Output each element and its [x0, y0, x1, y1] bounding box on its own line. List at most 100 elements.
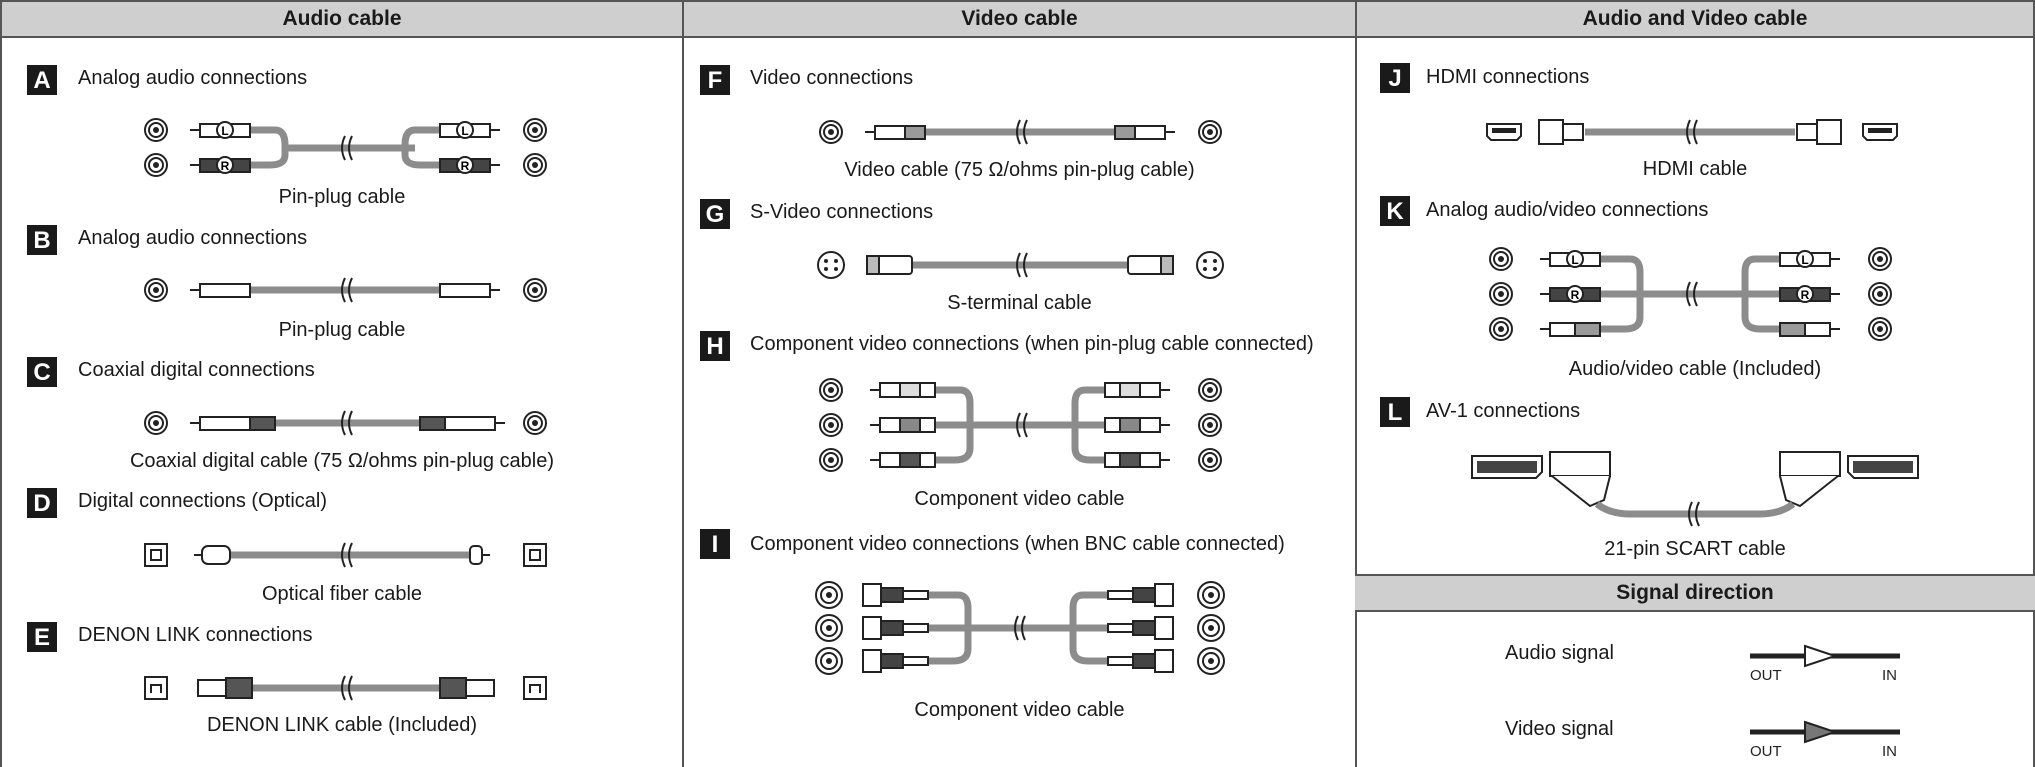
- component-plug-icon: [1104, 417, 1170, 433]
- coaxial-cable-diagram: [144, 410, 547, 436]
- rca-plug-icon: L: [1540, 250, 1601, 268]
- bnc-jack-icon: [1197, 581, 1225, 609]
- rca-plug-icon: [190, 283, 251, 298]
- caption-j: HDMI cable: [1642, 158, 1748, 180]
- rca-plug-icon: L: [439, 121, 500, 139]
- jack-icon: [819, 120, 843, 144]
- bnc-jack-icon: [1197, 614, 1225, 642]
- jack-icon: [144, 153, 168, 177]
- jack-icon: [819, 413, 843, 437]
- bnc-plug-icon: [1107, 583, 1174, 607]
- component-plug-icon: [1104, 382, 1170, 398]
- section-letter-h: H: [700, 331, 730, 361]
- caption-d: Optical fiber cable: [261, 583, 423, 605]
- component-rca-cable-diagram: [819, 378, 1222, 472]
- jack-icon: [1868, 317, 1892, 341]
- jack-icon: [1489, 282, 1513, 306]
- rca-plug-icon: [439, 283, 500, 298]
- section-title-a: Analog audio connections: [78, 67, 308, 89]
- caption-f: Video cable (75 Ω/ohms pin-plug cable): [844, 159, 1195, 181]
- caption-i: Component video cable: [914, 699, 1125, 721]
- section-letter-g: G: [700, 199, 730, 229]
- jack-icon: [144, 411, 168, 435]
- section-title-h: Component video connections (when pin-pl…: [750, 333, 1314, 355]
- rca-plug-icon: R: [439, 156, 500, 174]
- section-letter-e: E: [27, 622, 57, 652]
- optical-port-icon: [144, 543, 168, 567]
- out-label: OUT: [1750, 667, 1782, 684]
- jack-icon: [523, 153, 547, 177]
- jack-icon: [1198, 378, 1222, 402]
- component-plug-icon: [870, 417, 936, 433]
- bnc-plug-icon: [862, 649, 929, 673]
- component-plug-icon: [1104, 452, 1170, 468]
- pin-plug-mono-diagram: [144, 277, 547, 303]
- caption-c: Coaxial digital cable (75 Ω/ohms pin-plu…: [129, 450, 555, 472]
- caption-b: Pin-plug cable: [278, 319, 406, 341]
- scart-cable-diagram: [1471, 451, 1919, 527]
- bnc-jack-icon: [815, 614, 843, 642]
- jack-icon: [1489, 247, 1513, 271]
- rca-plug-icon: R: [1540, 285, 1601, 303]
- section-letter-j: J: [1380, 63, 1410, 93]
- jack-icon: [1868, 282, 1892, 306]
- hdmi-port-icon: [1486, 123, 1522, 141]
- jack-icon: [144, 118, 168, 142]
- section-letter-f: F: [700, 65, 730, 95]
- jack-icon: [819, 448, 843, 472]
- hdmi-plug-icon: [1796, 119, 1842, 145]
- jack-icon: [1198, 448, 1222, 472]
- in-label: IN: [1882, 667, 1897, 684]
- jack-icon: [523, 278, 547, 302]
- optical-port-icon: [523, 543, 547, 567]
- rca-plug-icon: [1779, 322, 1840, 337]
- section-letter-i: I: [700, 529, 730, 559]
- section-letter-k: K: [1380, 196, 1410, 226]
- caption-g: S-terminal cable: [947, 292, 1092, 314]
- caption-e: DENON LINK cable (Included): [206, 714, 478, 736]
- section-title-f: Video connections: [750, 67, 914, 89]
- in-label: IN: [1882, 743, 1897, 760]
- s-video-plug-icon: [866, 255, 913, 275]
- bnc-jack-icon: [815, 581, 843, 609]
- section-title-j: HDMI connections: [1426, 66, 1590, 88]
- s-video-plug-icon: [1127, 255, 1174, 275]
- jack-icon: [1489, 317, 1513, 341]
- plug-label-r: R: [221, 159, 230, 173]
- audio-cable-header: Audio cable: [2, 0, 682, 38]
- s-video-jack-icon: [1196, 251, 1224, 279]
- plug-label-r: R: [1571, 288, 1580, 302]
- component-bnc-cable-diagram: [815, 581, 1225, 675]
- av-cable-header: Audio and Video cable: [1357, 0, 2033, 38]
- video-signal-arrow: OUT IN: [1750, 720, 1900, 760]
- jack-icon: [523, 118, 547, 142]
- section-title-g: S-Video connections: [750, 201, 934, 223]
- section-letter-a: A: [27, 65, 57, 95]
- signal-direction-header: Signal direction: [1355, 574, 2035, 612]
- section-letter-b: B: [27, 225, 57, 255]
- section-title-k: Analog audio/video connections: [1426, 199, 1709, 221]
- jack-icon: [1198, 413, 1222, 437]
- plug-label-r: R: [461, 159, 470, 173]
- jack-icon: [523, 411, 547, 435]
- out-label: OUT: [1750, 743, 1782, 760]
- rca-plug-icon: R: [190, 156, 251, 174]
- plug-label-l: L: [461, 124, 468, 138]
- rca-plug-icon: [865, 125, 926, 140]
- audio-signal-label: Audio signal: [1505, 642, 1614, 664]
- component-plug-icon: [870, 382, 936, 398]
- coaxial-plug-icon: [419, 416, 505, 431]
- section-letter-d: D: [27, 488, 57, 518]
- plug-label-l: L: [1801, 253, 1808, 267]
- denon-link-port-icon: [144, 676, 168, 700]
- rca-plug-icon: L: [1779, 250, 1840, 268]
- hdmi-cable-diagram: [1486, 119, 1898, 145]
- scart-port-icon: [1847, 455, 1919, 479]
- component-plug-icon: [870, 452, 936, 468]
- hdmi-plug-icon: [1538, 119, 1584, 145]
- optical-plug-icon: [194, 545, 231, 565]
- jack-icon: [144, 278, 168, 302]
- av-cable-column: Audio and Video cable: [1355, 0, 2035, 767]
- rca-plug-icon: [1540, 322, 1601, 337]
